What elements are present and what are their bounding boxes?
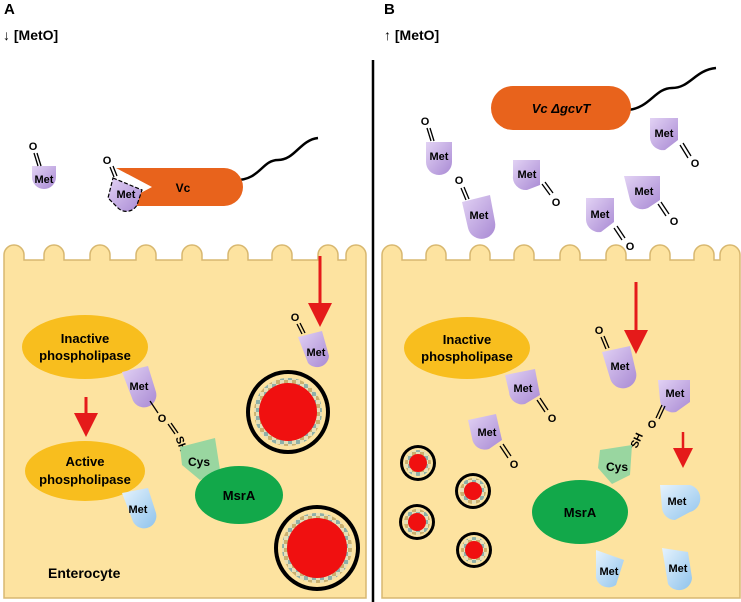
meto-b-4: Met O bbox=[650, 118, 700, 170]
captured-meto: Met O bbox=[103, 155, 143, 212]
svg-text:Met: Met bbox=[635, 186, 654, 198]
meto-b-1: Met O bbox=[421, 116, 452, 175]
meto-b-6: Met O bbox=[586, 198, 635, 253]
msra-enzyme-b bbox=[532, 480, 628, 544]
msra-label-b: MsrA bbox=[564, 505, 597, 520]
svg-text:O: O bbox=[595, 325, 604, 337]
svg-text:O: O bbox=[158, 413, 167, 425]
met-reduced-a: Met bbox=[122, 488, 157, 529]
panel-a: A ↓ [MetO] Vc Met O Met O bbox=[3, 1, 367, 599]
svg-text:Met: Met bbox=[478, 427, 497, 439]
svg-text:O: O bbox=[626, 241, 635, 253]
svg-text:Met: Met bbox=[668, 496, 687, 508]
vc-gcvt-body bbox=[491, 86, 631, 130]
vc-label: Vc bbox=[176, 181, 191, 195]
meto-b-5: Met O bbox=[624, 176, 679, 228]
panel-b-letter: B bbox=[384, 1, 395, 18]
svg-text:Met: Met bbox=[669, 563, 688, 575]
svg-text:Met: Met bbox=[307, 347, 326, 359]
svg-text:Met: Met bbox=[470, 210, 489, 222]
bound-meto-b: Met O bbox=[505, 369, 557, 425]
meto-entering-a: Met O bbox=[291, 312, 329, 368]
lipid-droplet-large-2 bbox=[274, 505, 360, 591]
svg-text:O: O bbox=[510, 459, 519, 471]
svg-text:phospholipase: phospholipase bbox=[39, 348, 131, 363]
svg-text:Met: Met bbox=[117, 189, 136, 201]
svg-text:Met: Met bbox=[600, 566, 619, 578]
lipid-droplet-small-1 bbox=[400, 445, 436, 481]
oxygen-text: O bbox=[29, 141, 38, 153]
cys-residue-b bbox=[598, 445, 632, 484]
svg-text:O: O bbox=[648, 419, 657, 431]
svg-text:Met: Met bbox=[655, 128, 674, 140]
svg-text:O: O bbox=[548, 413, 557, 425]
svg-text:Met: Met bbox=[611, 361, 630, 373]
msra-label-a: MsrA bbox=[223, 488, 256, 503]
lipid-droplet-small-2 bbox=[455, 473, 491, 509]
svg-text:Met: Met bbox=[129, 504, 148, 516]
vc-gcvt-label: Vc ΔgcvT bbox=[532, 101, 592, 116]
svg-text:O: O bbox=[670, 216, 679, 228]
svg-text:Inactive: Inactive bbox=[443, 332, 491, 347]
inactive-phospholipase-b: Inactive phospholipase bbox=[404, 317, 530, 379]
meto-shape bbox=[32, 166, 56, 189]
panel-a-condition: ↓ [MetO] bbox=[3, 27, 58, 43]
msra-enzyme-a bbox=[195, 466, 283, 524]
s-o-bond bbox=[33, 152, 39, 167]
enterocyte-b bbox=[381, 244, 741, 599]
svg-text:Met: Met bbox=[518, 169, 537, 181]
meto-entering-b: Met O bbox=[595, 325, 637, 389]
svg-text:Met: Met bbox=[430, 151, 449, 163]
svg-text:O: O bbox=[691, 158, 700, 170]
met-reduced-b-3: Met bbox=[662, 548, 692, 591]
vc-gcvt-bacterium: Vc ΔgcvT bbox=[491, 66, 717, 130]
lipid-droplet-small-3 bbox=[399, 504, 435, 540]
panel-a-letter: A bbox=[4, 1, 15, 18]
captured-meto-shape bbox=[107, 177, 143, 212]
cys-residue-a bbox=[180, 438, 220, 480]
svg-text:phospholipase: phospholipase bbox=[39, 472, 131, 487]
vc-body bbox=[116, 168, 243, 206]
svg-text:Met: Met bbox=[591, 209, 610, 221]
svg-text:Met: Met bbox=[666, 388, 685, 400]
lipid-droplet-small-4 bbox=[456, 532, 492, 568]
cys-label-b: Cys bbox=[606, 460, 628, 474]
svg-text:phospholipase: phospholipase bbox=[421, 349, 513, 364]
meto-molecule: Met O bbox=[29, 141, 56, 189]
enterocyte-label: Enterocyte bbox=[48, 565, 121, 581]
bound-meto-a: Met O SH bbox=[122, 366, 189, 461]
panel-b: B ↑ [MetO] Vc ΔgcvT Met O Met O Met bbox=[381, 1, 741, 599]
svg-text:O: O bbox=[421, 116, 430, 128]
vc-bacterium: Vc bbox=[116, 136, 319, 206]
svg-text:SH: SH bbox=[629, 431, 646, 450]
active-phospholipase: Active phospholipase bbox=[25, 441, 145, 501]
panel-b-condition: ↑ [MetO] bbox=[384, 27, 439, 43]
svg-text:Active: Active bbox=[65, 454, 104, 469]
svg-text:O: O bbox=[291, 312, 300, 324]
svg-text:Inactive: Inactive bbox=[61, 331, 109, 346]
met-reduced-b-2: Met bbox=[596, 550, 624, 588]
inactive-phospholipase-a: Inactive phospholipase bbox=[22, 315, 148, 379]
svg-text:O: O bbox=[552, 197, 561, 209]
met-text: Met bbox=[35, 174, 54, 186]
flagellum bbox=[235, 136, 319, 182]
flagellum-b bbox=[627, 66, 717, 112]
svg-text:Met: Met bbox=[130, 381, 149, 393]
svg-text:O: O bbox=[103, 155, 112, 167]
met-reduced-b-1: Met bbox=[660, 485, 701, 521]
meto-b-3: Met O bbox=[512, 160, 561, 209]
meto-cytoplasm-b: Met O bbox=[468, 414, 519, 471]
svg-text:Met: Met bbox=[514, 383, 533, 395]
svg-text:O: O bbox=[455, 175, 464, 187]
cys-label-a: Cys bbox=[188, 455, 210, 469]
meto-b-2: Met O bbox=[455, 175, 496, 239]
lipid-droplet-large-1 bbox=[246, 370, 330, 454]
